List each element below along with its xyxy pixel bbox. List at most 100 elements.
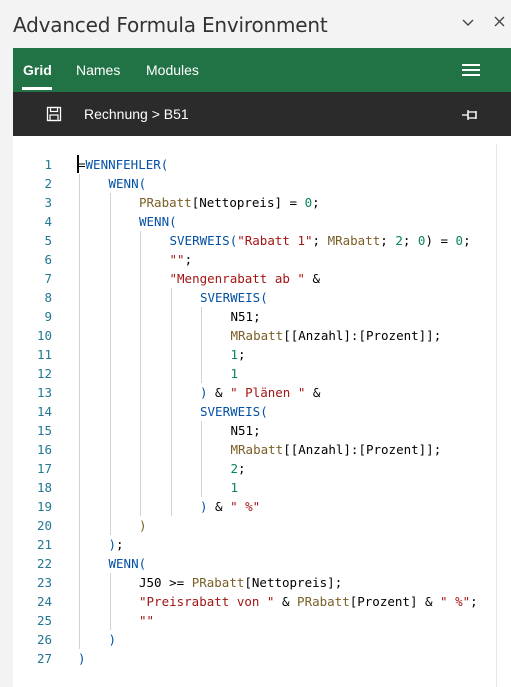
indent-guide [140, 459, 141, 478]
code-text: "Mengenrabatt ab " & [170, 269, 321, 288]
code-line[interactable]: 9 N51; [13, 307, 511, 326]
code-text: SVERWEIS("Rabatt 1"; MRabatt; 2; 0) = 0; [170, 231, 471, 250]
code-text: ""; [170, 250, 193, 269]
window-title: Advanced Formula Environment [13, 13, 328, 37]
indent-guide [79, 193, 80, 212]
indent-guide [170, 478, 172, 497]
code-line[interactable]: 24"Preisrabatt von " & PRabatt[Prozent] … [13, 592, 511, 611]
indent-guide [79, 307, 80, 326]
line-number: 23 [36, 575, 52, 590]
code-text: N51; [231, 307, 261, 326]
chevron-down-icon[interactable] [458, 12, 478, 32]
code-line[interactable]: 19) & " %" [13, 497, 511, 516]
code-token: & [305, 385, 321, 400]
indent-guide [201, 459, 202, 478]
close-icon[interactable] [489, 12, 509, 32]
code-text: ) [78, 649, 86, 668]
code-line[interactable]: 20) [13, 516, 511, 535]
tab-grid[interactable]: Grid [23, 62, 52, 78]
hamburger-icon[interactable] [462, 64, 480, 76]
code-token: "Mengenrabatt ab " [169, 271, 305, 286]
breadcrumb[interactable]: Rechnung > B51 [84, 106, 189, 122]
code-line[interactable]: 1=WENNFEHLER( [13, 155, 511, 174]
indent-guide [170, 345, 172, 364]
code-line[interactable]: 21); [13, 535, 511, 554]
indent-guide [79, 497, 80, 516]
line-number: 6 [44, 252, 52, 267]
tab-modules[interactable]: Modules [146, 62, 199, 78]
line-number: 9 [44, 309, 52, 324]
line-number: 20 [36, 518, 52, 533]
code-token: ; [433, 442, 442, 457]
code-token: ) [139, 518, 147, 533]
indent-guide [109, 364, 111, 383]
code-token: [[Anzahl]:[Prozent]] [283, 328, 434, 343]
indent-guide [79, 231, 80, 250]
indent-guide [79, 212, 80, 231]
indent-guide [79, 269, 80, 288]
indent-guide [170, 459, 172, 478]
indent-guide [201, 307, 202, 326]
indent-guide [170, 421, 172, 440]
line-number: 16 [36, 442, 52, 457]
indent-guide [109, 326, 111, 345]
code-line[interactable]: 27) [13, 649, 511, 668]
code-line[interactable]: 26) [13, 630, 511, 649]
indent-guide [79, 516, 80, 535]
code-token: ) [200, 499, 208, 514]
line-number: 22 [36, 556, 52, 571]
code-text: =WENNFEHLER( [78, 155, 168, 174]
code-token: ; [184, 252, 193, 267]
indent-guide [109, 212, 111, 231]
line-number: 15 [36, 423, 52, 438]
line-number: 13 [36, 385, 52, 400]
indent-guide [79, 326, 80, 345]
code-line[interactable]: 13) & " Plänen " & [13, 383, 511, 402]
indent-guide [79, 573, 80, 592]
indent-guide [79, 402, 80, 421]
code-line[interactable]: 25"" [13, 611, 511, 630]
code-line[interactable]: 6 ""; [13, 250, 511, 269]
code-text: "" [139, 611, 154, 630]
tab-names[interactable]: Names [76, 62, 121, 78]
code-token: ; [238, 347, 246, 362]
pin-icon[interactable] [461, 107, 479, 126]
indent-guide [140, 478, 141, 497]
indent-guide [79, 535, 80, 554]
indent-guide [109, 440, 111, 459]
indent-guide [140, 288, 141, 307]
line-number: 19 [36, 499, 52, 514]
code-token: & [417, 594, 441, 609]
line-number: 4 [44, 214, 52, 229]
indent-guide [170, 364, 172, 383]
code-line[interactable]: 7"Mengenrabatt ab " & [13, 269, 511, 288]
code-token: SVERWEIS( [200, 404, 268, 419]
save-icon[interactable] [46, 106, 62, 126]
indent-guide [170, 440, 172, 459]
nav-bar: Grid Names Modules [13, 48, 511, 92]
indent-guide [109, 402, 111, 421]
indent-guide [109, 592, 111, 611]
code-token: MRabatt [230, 328, 284, 343]
code-token: ) = [425, 233, 456, 248]
line-number: 24 [36, 594, 52, 609]
code-token: SVERWEIS( [200, 290, 268, 305]
indent-guide [109, 573, 111, 592]
indent-guide [140, 364, 141, 383]
